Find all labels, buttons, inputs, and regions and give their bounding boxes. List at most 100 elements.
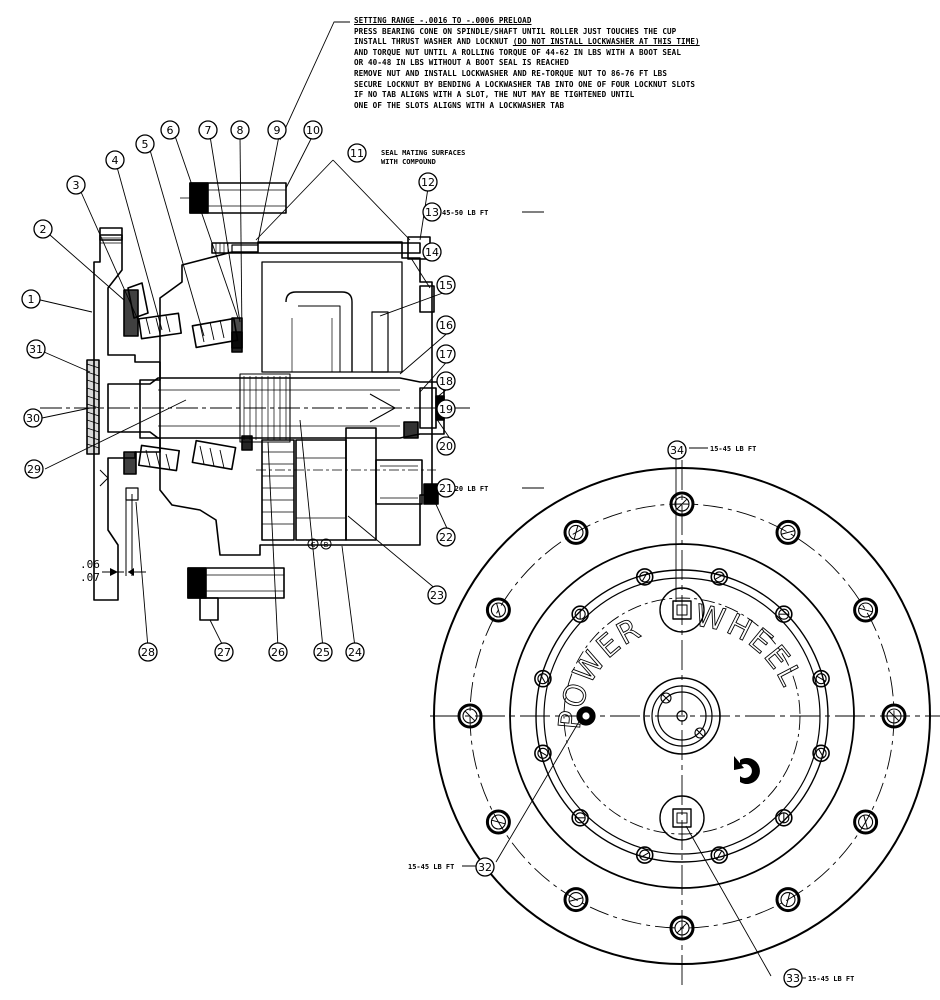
- balloon-number: 13: [425, 206, 439, 219]
- upper-outer-bearing: [123, 282, 182, 340]
- outer-bolt-hole: [853, 597, 879, 623]
- torque-label-21: 10-20 LB FT: [442, 485, 488, 493]
- balloon-17: 17: [436, 344, 456, 364]
- note-line-1: PRESS BEARING CONE ON SPINDLE/SHAFT UNTI…: [354, 26, 677, 36]
- b-mark: B: [324, 541, 329, 549]
- balloon-number: 18: [439, 375, 453, 388]
- balloon-number: 6: [167, 124, 174, 137]
- balloon-10: 10: [303, 120, 323, 140]
- brand-lettering: POWER WHEEL: [552, 598, 807, 731]
- balloon-number: 27: [217, 646, 231, 659]
- cover-bolt-hole: [812, 744, 830, 763]
- balloon-21: 21: [436, 478, 456, 498]
- note-line-8: ONE OF THE SLOTS ALIGNS WITH A LOCKWASHE…: [354, 100, 565, 110]
- cover-bolt-hole: [710, 568, 729, 586]
- balloon-9: 9: [267, 120, 287, 140]
- lower-bolt-head: [187, 567, 207, 599]
- cover-bolt-hole: [534, 744, 552, 763]
- center-boss: [643, 677, 721, 755]
- lower-inner-bearing: [191, 439, 237, 471]
- leader-lines: [35, 21, 544, 649]
- balloon-12: 12: [418, 172, 438, 192]
- balloon-number: 8: [237, 124, 244, 137]
- planet-gear-left: [261, 439, 295, 541]
- balloon-number: 16: [439, 319, 453, 332]
- balloon-number: 28: [141, 646, 155, 659]
- lower-drain-plug-boss: [659, 795, 705, 841]
- outer-bolt-hole: [485, 809, 511, 835]
- balloon-20: 20: [436, 436, 456, 456]
- carrier-upper: [285, 291, 353, 372]
- outer-bolt-hole: [485, 597, 511, 623]
- torque-label-32: 15-45 LB FT: [408, 863, 454, 871]
- balloon-23: 23: [427, 585, 447, 605]
- balloon-16: 16: [436, 315, 456, 335]
- balloon-number: 22: [439, 531, 453, 544]
- outer-bolt-hole: [853, 809, 879, 835]
- note-line-4: OR 40-48 IN LBS WITHOUT A BOOT SEAL IS R…: [354, 58, 569, 68]
- balloon-number: 30: [26, 412, 40, 425]
- lower-drain-plug: [672, 808, 692, 828]
- hub-circle: [509, 543, 855, 889]
- planet-gear-right: [345, 427, 377, 541]
- outer-bolt-hole: [457, 703, 483, 729]
- cover-bolt-hole: [571, 605, 589, 623]
- note-line-3: AND TORQUE NUT UNTIL A ROLLING TORQUE OF…: [354, 47, 682, 57]
- balloon-number: 15: [439, 279, 453, 292]
- outer-bolt-hole: [669, 491, 695, 517]
- c-mark: C: [311, 541, 316, 549]
- balloon-26: 26: [268, 642, 288, 662]
- outer-bolt-hole: [775, 887, 801, 913]
- thrust-washer-upper: [371, 311, 389, 373]
- cover-bolt-hole: [571, 809, 589, 827]
- balloon-27: 27: [214, 642, 234, 662]
- cover-bolt-hole: [812, 669, 830, 688]
- cover-inner-circle: [543, 577, 821, 855]
- balloon-22: 22: [436, 527, 456, 547]
- balloon-number: 23: [430, 589, 444, 602]
- material-marks: C B: [307, 538, 332, 550]
- outer-bolt-hole: [563, 887, 589, 913]
- cover-bolt-holes: [534, 568, 830, 864]
- outer-bolt-hole: [881, 703, 907, 729]
- dimension-upper: .06: [80, 558, 100, 571]
- balloon-31: 31: [26, 339, 46, 359]
- balloon-number: 21: [439, 482, 453, 495]
- front-view: [430, 447, 940, 990]
- balloon-13: 13: [422, 202, 442, 222]
- balloon-number: 14: [425, 246, 439, 259]
- balloon-number: 33: [786, 972, 800, 985]
- balloon-19: 19: [436, 399, 456, 419]
- dimension-lower: .07: [80, 571, 100, 584]
- cover-bolt-hole: [635, 846, 654, 864]
- balloon-1: 1: [21, 289, 41, 309]
- balloon-3: 3: [66, 175, 86, 195]
- balloon-number: 34: [670, 444, 684, 457]
- balloon-7: 7: [198, 120, 218, 140]
- outer-bolt-hole: [563, 519, 589, 545]
- cover-bolt: [211, 242, 421, 254]
- seal-note-line-1: SEAL MATING SURFACES: [381, 149, 465, 157]
- outer-bolt-hole: [669, 915, 695, 941]
- balloon-number: 20: [439, 440, 453, 453]
- balloon-8: 8: [230, 120, 250, 140]
- balloon-4: 4: [105, 150, 125, 170]
- brand-word-power: POWER: [552, 610, 646, 731]
- balloon-32: 32: [475, 857, 495, 877]
- balloon-number: 19: [439, 403, 453, 416]
- balloon-number: 2: [40, 223, 47, 236]
- cover-bolt-hole: [635, 568, 654, 586]
- lower-bolt-nut: [199, 597, 219, 621]
- balloon-number: 10: [306, 124, 320, 137]
- note-setting-range: SETTING RANGE -.0016 TO -.0006 PRELOAD: [354, 16, 532, 25]
- note-line-6: SECURE LOCKNUT BY BENDING A LOCKWASHER T…: [354, 79, 696, 89]
- balloon-15: 15: [436, 275, 456, 295]
- torque-label-13: 45-50 LB FT: [442, 209, 488, 217]
- section-view: [40, 182, 470, 621]
- brand-text: POWER: [553, 611, 648, 731]
- balloon-2: 2: [33, 219, 53, 239]
- cover-plug: [419, 285, 435, 313]
- balloon-number: 4: [112, 154, 119, 167]
- balloon-14: 14: [422, 242, 442, 262]
